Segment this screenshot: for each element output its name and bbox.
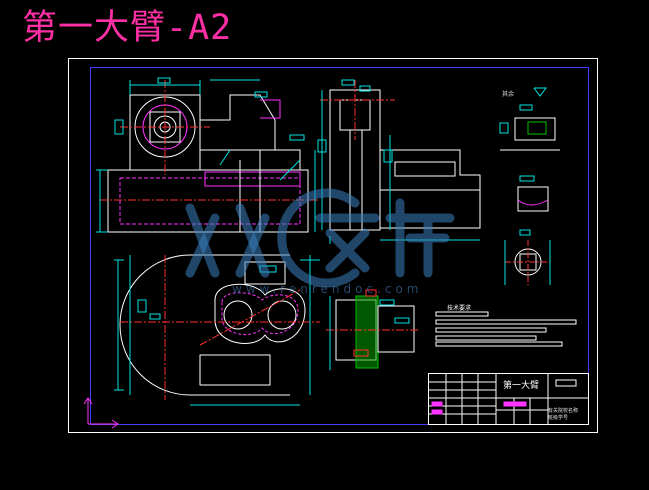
ucs-axis-icon	[83, 397, 119, 429]
technical-requirements-heading: 技术要求	[447, 305, 472, 312]
detail-dims	[499, 87, 551, 285]
section-view	[326, 289, 420, 369]
title-block-class-id: 班级学号	[548, 415, 569, 421]
title-block-part-name: 第一大臂	[503, 381, 540, 391]
center-lines-top	[100, 80, 320, 201]
inner-frame	[90, 67, 589, 425]
center-lines-mid	[320, 80, 395, 140]
watermark-logo	[185, 188, 455, 288]
plan-view-bottom	[119, 254, 306, 396]
section-dims	[329, 296, 410, 370]
technical-requirements-lines	[435, 311, 577, 347]
title-block-school-name: 有关院校名称	[548, 408, 579, 414]
outer-frame	[68, 58, 598, 433]
detail-views-right	[500, 117, 560, 276]
watermark-url: www.renrendoc.com	[232, 282, 423, 296]
surface-finish-note: 其余	[502, 91, 515, 98]
title-block	[428, 373, 589, 425]
dimensions-top	[96, 77, 316, 233]
center-lines-bottom	[120, 255, 320, 400]
drawing-title: 第一大臂-A2	[22, 8, 233, 48]
detail-center-lines	[505, 240, 550, 285]
